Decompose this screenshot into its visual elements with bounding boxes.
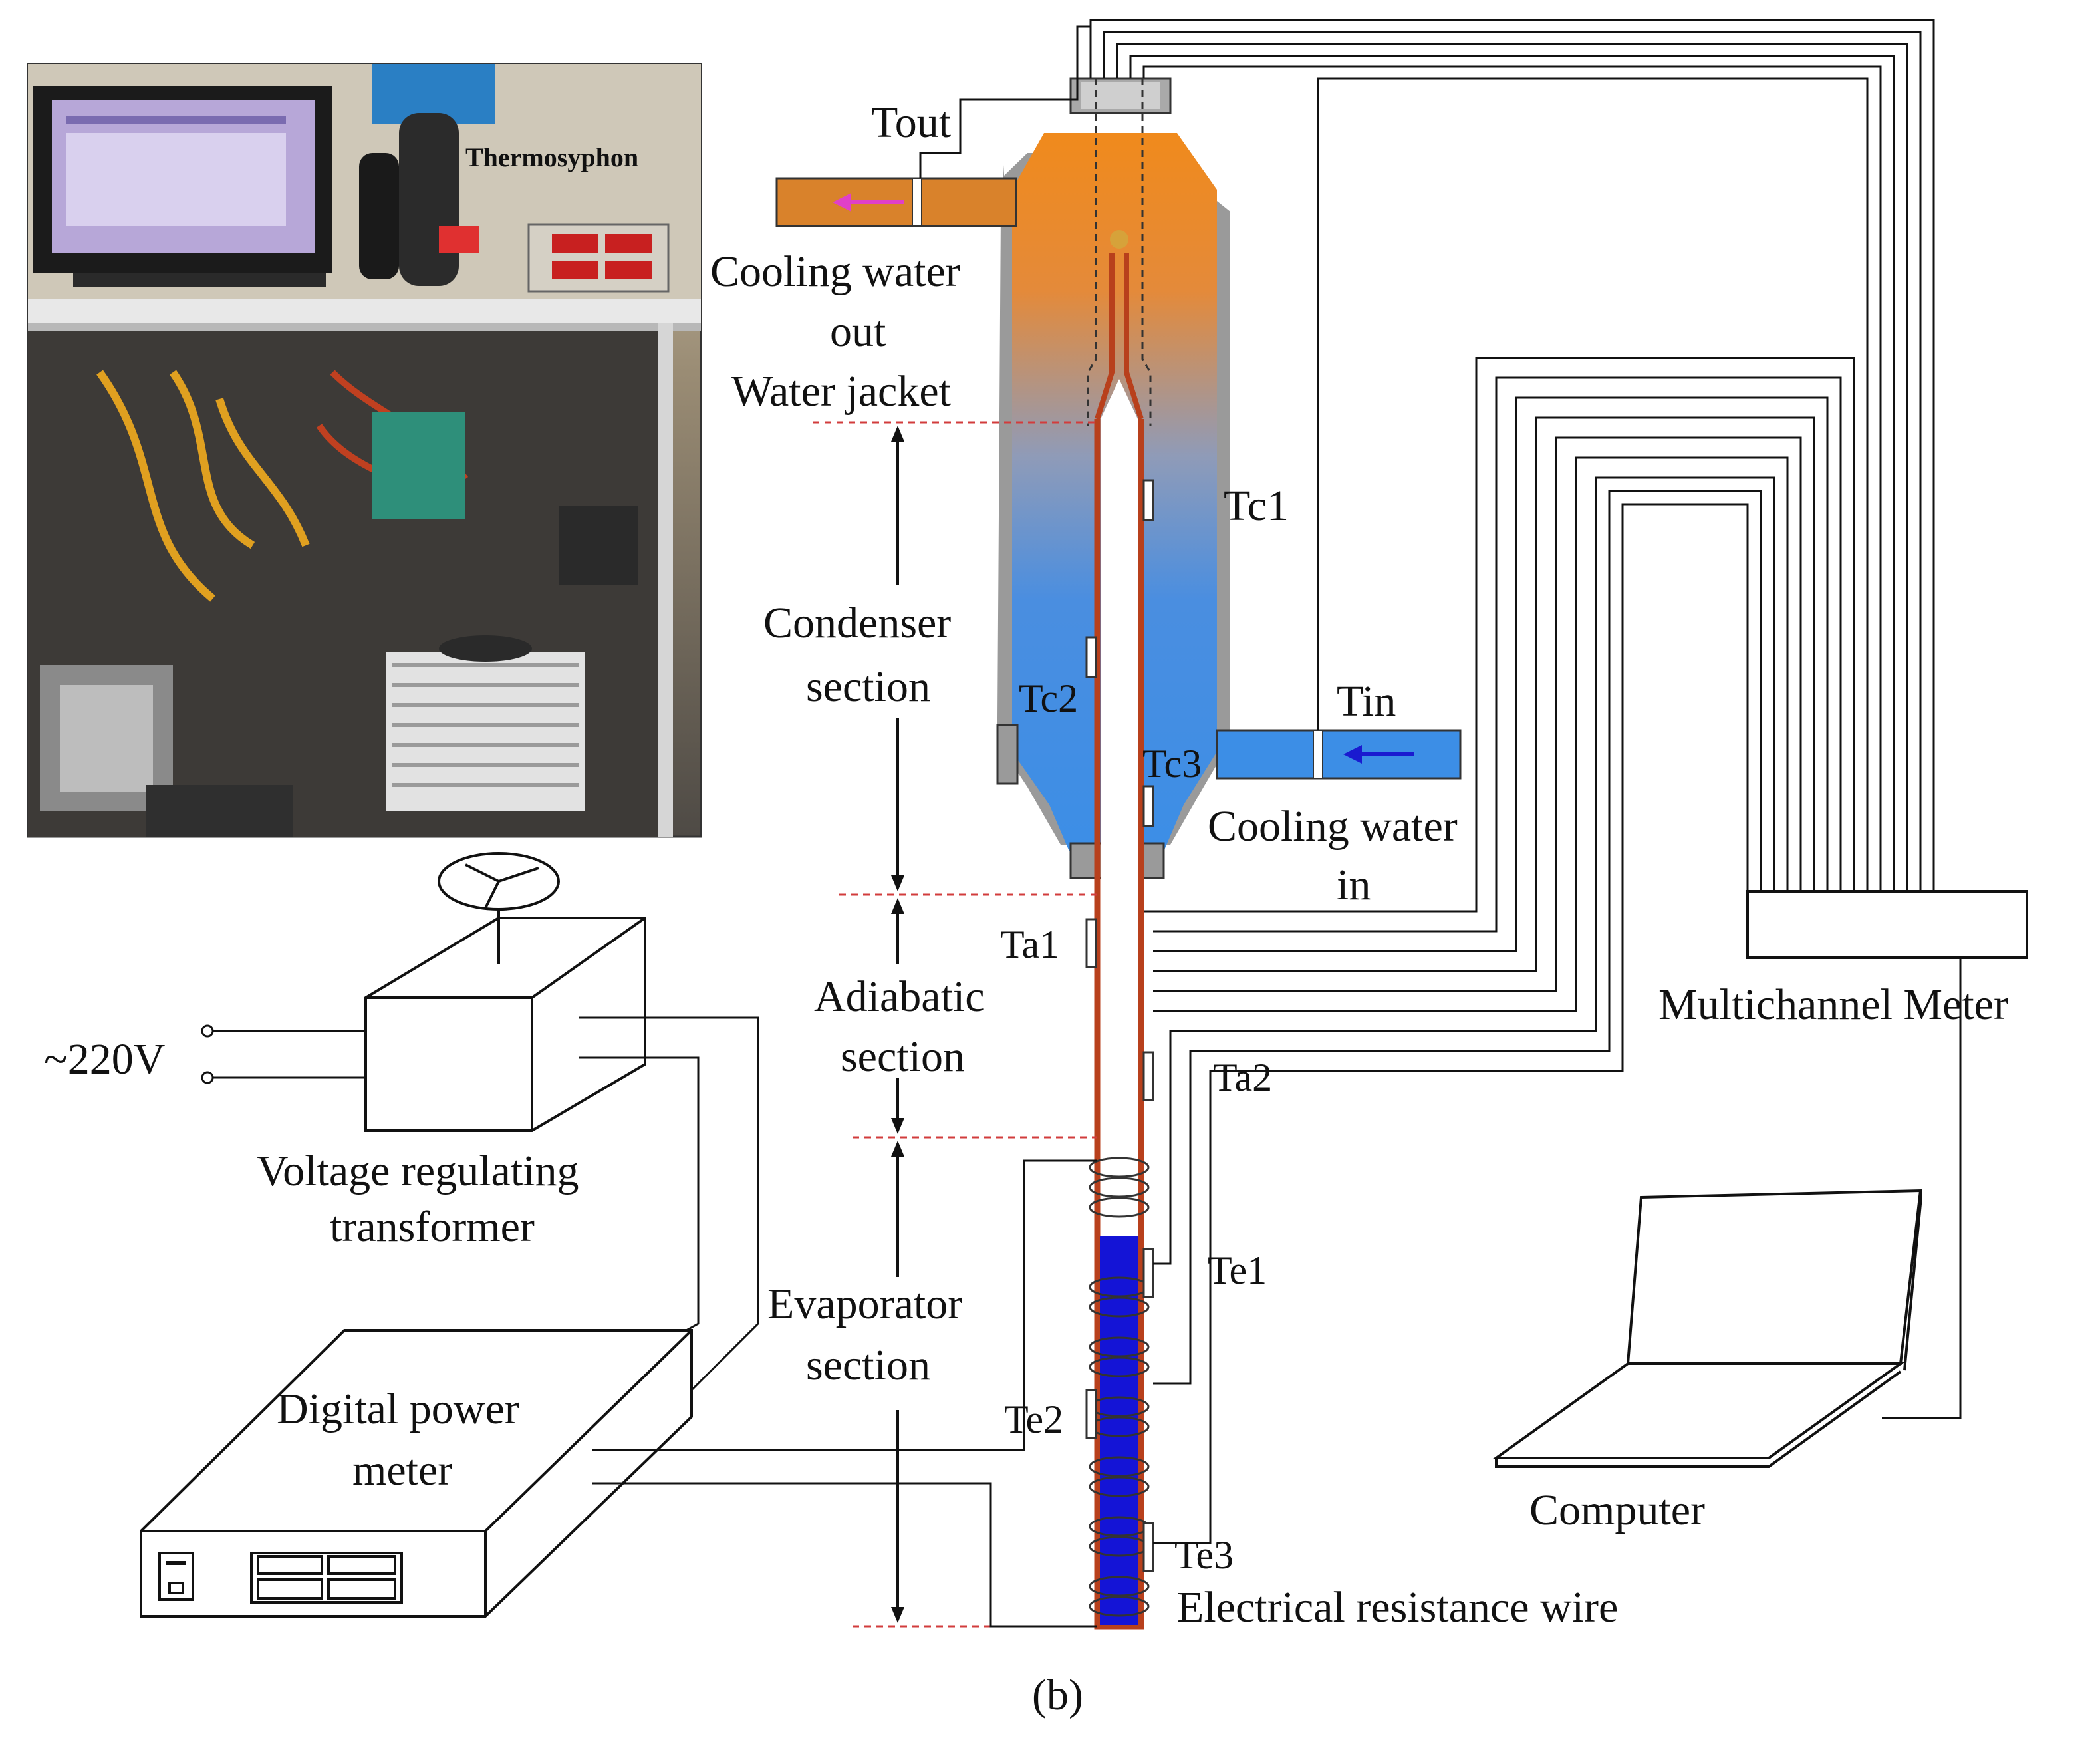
cooling-out-label-1: Cooling water <box>710 247 960 296</box>
multichannel-meter-label: Multichannel Meter <box>1658 980 2008 1029</box>
transformer-label-2: transformer <box>330 1203 535 1251</box>
condenser-label-1: Condenser <box>763 599 951 647</box>
ta1-label: Ta1 <box>1000 923 1059 966</box>
te2-label: Te2 <box>1004 1397 1063 1441</box>
thermosyphon-tube <box>1085 230 1154 1630</box>
adiabatic-label-1: Adiabatic <box>814 972 985 1021</box>
te1-label: Te1 <box>1208 1248 1267 1292</box>
heater-wiring <box>592 1159 1097 1628</box>
outlet-arrow-icon <box>833 193 904 212</box>
inlet-arrow-icon <box>1343 745 1414 764</box>
multichannel-meter-box <box>1746 890 2028 959</box>
thermocouple-blocks <box>1085 479 1154 1572</box>
computer-label: Computer <box>1529 1486 1705 1534</box>
tout-label: Tout <box>871 98 951 147</box>
condenser-label-2: section <box>806 662 930 711</box>
digital-power-meter-icon <box>140 1329 693 1618</box>
evaporator-label-2: section <box>806 1341 930 1389</box>
tc3-label: Tc3 <box>1142 742 1202 786</box>
adiabatic-label-2: section <box>841 1032 965 1081</box>
transformer-photo-icon <box>386 635 585 811</box>
water-jacket-label: Water jacket <box>731 367 951 416</box>
te3-label: Te3 <box>1174 1533 1234 1577</box>
photo-inset: Thermosyphon <box>27 63 702 838</box>
tc1-label: Tc1 <box>1224 482 1289 530</box>
labels: Tout Cooling water out Water jacket Tc1 … <box>44 98 2008 1719</box>
meter-wiring <box>919 19 1935 1544</box>
transformer-icon <box>364 852 646 1132</box>
liquid-pool <box>1100 1236 1138 1625</box>
power-terminals <box>201 1024 366 1084</box>
cooling-out-label-2: out <box>830 307 886 356</box>
voltage-label: ~220V <box>44 1035 165 1084</box>
monitor-icon <box>33 86 332 287</box>
laptop-icon <box>1492 1189 1922 1468</box>
photo-thermosyphon-label: Thermosyphon <box>465 142 638 172</box>
ta2-label: Ta2 <box>1213 1056 1272 1099</box>
transformer-label-1: Voltage regulating <box>257 1147 579 1195</box>
digital-meter-label-1: Digital power <box>277 1385 519 1433</box>
cooling-in-label-2: in <box>1337 861 1371 909</box>
meter-computer-cable <box>1882 958 1962 1419</box>
section-markers <box>813 421 1097 1628</box>
figure-caption: (b) <box>1032 1671 1083 1719</box>
tin-label: Tin <box>1337 677 1396 726</box>
inlet-pipe <box>1216 729 1462 780</box>
cooling-in-label-1: Cooling water <box>1208 802 1458 851</box>
digital-meter-label-2: meter <box>352 1446 452 1495</box>
thermosyphon-device-icon <box>359 64 495 286</box>
resistance-wire-label: Electrical resistance wire <box>1177 1583 1618 1632</box>
digital-meter-icon <box>527 223 670 293</box>
evaporator-label-1: Evaporator <box>767 1280 962 1328</box>
tc2-label: Tc2 <box>1019 676 1078 720</box>
